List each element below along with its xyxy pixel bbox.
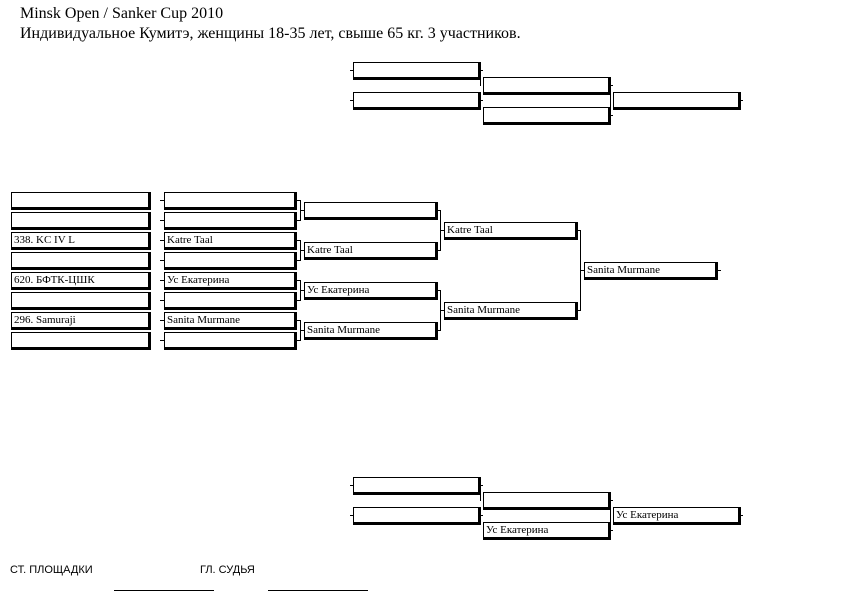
club-slot-4	[11, 252, 151, 270]
round2-slot-4: Sanita Murmane	[304, 322, 438, 340]
club-slot-5: 620. БФТК-ЦШК	[11, 272, 151, 290]
repechage-bottom-round-2: Ус Екатерина	[483, 522, 611, 540]
round2-slot-3: Ус Екатерина	[304, 282, 438, 300]
tournament-title: Minsk Open / Sanker Cup 2010	[20, 5, 224, 22]
semifinal-slot-2: Sanita Murmane	[444, 302, 578, 320]
round2-slot-1	[304, 202, 438, 220]
round1-slot-6	[164, 292, 297, 310]
site-chief-label: СТ. ПЛОЩАДКИ	[10, 564, 93, 576]
category-title: Индивидуальное Кумитэ, женщины 18-35 лет…	[20, 25, 521, 42]
repechage-top-round-2	[483, 107, 611, 125]
round1-slot-8	[164, 332, 297, 350]
repechage-top-winner	[613, 92, 741, 110]
round1-slot-2	[164, 212, 297, 230]
club-slot-1	[11, 192, 151, 210]
round1-slot-3: Katre Taal	[164, 232, 297, 250]
repechage-top-entry-2	[353, 92, 481, 110]
final-winner: Sanita Murmane	[584, 262, 718, 280]
round2-slot-2: Katre Taal	[304, 242, 438, 260]
site-chief-signature-line	[114, 590, 214, 591]
club-slot-3: 338. KC IV L	[11, 232, 151, 250]
semifinal-slot-1: Katre Taal	[444, 222, 578, 240]
repechage-bottom-entry-2	[353, 507, 481, 525]
round1-slot-4	[164, 252, 297, 270]
club-slot-6	[11, 292, 151, 310]
round1-slot-7: Sanita Murmane	[164, 312, 297, 330]
repechage-top-round-1	[483, 77, 611, 95]
club-slot-2	[11, 212, 151, 230]
chief-judge-signature-line	[268, 590, 368, 591]
round1-slot-5: Ус Екатерина	[164, 272, 297, 290]
chief-judge-label: ГЛ. СУДЬЯ	[200, 564, 255, 576]
repechage-bottom-entry-1	[353, 477, 481, 495]
club-slot-7: 296. Samuraji	[11, 312, 151, 330]
repechage-bottom-round-1	[483, 492, 611, 510]
repechage-bottom-winner: Ус Екатерина	[613, 507, 741, 525]
repechage-top-entry-1	[353, 62, 481, 80]
round1-slot-1	[164, 192, 297, 210]
club-slot-8	[11, 332, 151, 350]
